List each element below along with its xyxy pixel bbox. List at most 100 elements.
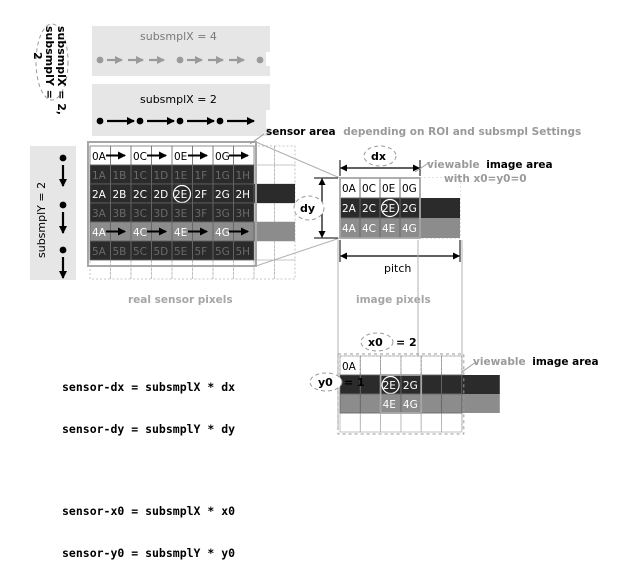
- sensor-cell-label: 2D: [154, 189, 169, 201]
- viewable-area-top-line2: with x0=y0=0: [444, 173, 527, 185]
- image1-cell-label: 2E: [382, 203, 395, 215]
- y0-label: y0: [318, 376, 333, 389]
- subsmpl-xy-line3: 2: [31, 52, 44, 60]
- sensor-grid-cell-outline: [274, 259, 296, 280]
- sensor-cell-label: 2G: [215, 189, 230, 201]
- image2-viewable-outline: [379, 374, 423, 414]
- x2-dot: [216, 117, 224, 125]
- formula-sensor-x0: sensor-x0 = subsmplX * x0: [62, 504, 236, 518]
- sensor-grid-cell-outline: [274, 145, 296, 166]
- sensor-grid-cell-outline: [274, 240, 296, 261]
- sensor-grid-cell-outline: [192, 259, 214, 280]
- image2-cell-outline: [380, 412, 402, 433]
- image2-cell-outline: [339, 412, 361, 433]
- sensor-area-outline: [87, 141, 257, 267]
- sensor-area-caption-bold: sensor area: [266, 126, 336, 138]
- image1-cell-label: 4E: [382, 223, 395, 235]
- image2-cell: [400, 355, 422, 376]
- image1-cell-label: 0G: [402, 183, 417, 195]
- image2-cell-outline: [400, 412, 422, 433]
- image2-row-band: [340, 394, 500, 413]
- sensor-cell-label: 5H: [236, 246, 251, 258]
- image1-cell-label: 0C: [362, 183, 376, 195]
- sensor-cell-label: 2C: [133, 189, 147, 201]
- image2-cell-outline: [400, 355, 422, 376]
- image1-cell-label: 4C: [362, 223, 376, 235]
- sensor-cell-label: 2A: [92, 189, 107, 201]
- sensor-cell-label: 3B: [113, 208, 127, 220]
- viewable-area-bottom-bold: image area: [532, 356, 598, 368]
- sensor-cell-label: 2H: [236, 189, 251, 201]
- sensor-grid-cell-outline: [151, 259, 173, 280]
- subsmpl-x2-arrows: [96, 117, 255, 125]
- subsmpl-x4-strip: subsmplX = 4: [92, 26, 270, 76]
- image1-cell-label: 4G: [402, 223, 417, 235]
- sensor-cell-label: 2E: [174, 189, 187, 201]
- image2-cell: [441, 355, 463, 376]
- subsmpl-x4-arrows: [96, 56, 264, 64]
- image1-cell-label: 0E: [382, 183, 395, 195]
- sensor-cell-label: 0A: [92, 151, 107, 163]
- y2-dot: [59, 246, 67, 254]
- x0-annotation: x0 = 2: [360, 332, 417, 352]
- pitch-label: pitch: [384, 262, 411, 275]
- x0-label: x0: [368, 336, 383, 349]
- sensor-cell-label: 1H: [236, 170, 251, 182]
- image2-cell-outline: [420, 412, 442, 433]
- real-sensor-pixels-label: real sensor pixels: [128, 294, 233, 306]
- sensor-area-caption: sensor area depending on ROI and subsmpl…: [266, 126, 581, 138]
- image1-cell-label: 0A: [342, 183, 357, 195]
- sensor-cell-label: 3F: [195, 208, 208, 220]
- subsmpl-y2-arrows: [59, 154, 67, 279]
- sensor-cell-label: 5E: [174, 246, 187, 258]
- y0-annotation: y0 = 1: [309, 372, 365, 392]
- image2-cell: [380, 355, 402, 376]
- formula-sensor-dx: sensor-dx = subsmplX * dx: [62, 380, 236, 394]
- sensor-grid-cell-outline: [274, 202, 296, 223]
- sensor-grid-cell-outline: [253, 202, 275, 223]
- viewable-area-top-caption: viewable image area: [427, 159, 553, 171]
- sensor-cell-label: 4G: [215, 227, 230, 239]
- image2-cell-label: 4E: [383, 399, 396, 411]
- image1-highlight-circle: [380, 198, 400, 218]
- image2-cell-outline: [441, 412, 463, 433]
- x2-dot: [176, 117, 184, 125]
- sensor-grid-cell-outline: [212, 259, 234, 280]
- sensor-cell-label: 1B: [113, 170, 127, 182]
- x2-dot: [136, 117, 144, 125]
- image2-cell: [359, 355, 381, 376]
- sensor-cell-label: 3D: [154, 208, 169, 220]
- sensor-cell-label: 5C: [133, 246, 147, 258]
- subsmpl-y2-strip: subsmplY = 2: [30, 146, 76, 280]
- sensor-cell-label: 1E: [174, 170, 187, 182]
- sensor-cell-label: 5D: [154, 246, 169, 258]
- sensor-cell-label: 4E: [174, 227, 187, 239]
- sensor-grid-cell-outline: [110, 259, 132, 280]
- sensor-cell-label: 3E: [174, 208, 187, 220]
- sensor-grid-cell-outline: [130, 259, 152, 280]
- sensor-cell-label: 1C: [133, 170, 147, 182]
- viewable-area-top-leader: [414, 161, 431, 173]
- image2-cell: [420, 355, 442, 376]
- sensor-cell-label: 1G: [215, 170, 230, 182]
- dy-label: dy: [300, 202, 315, 215]
- formula-gap: [62, 464, 235, 476]
- sensor-area-leader: [249, 133, 265, 145]
- image2-cell-outline: [420, 355, 442, 376]
- x4-dot: [176, 56, 184, 64]
- sensor-cell-label: 5B: [113, 246, 127, 258]
- sensor-row-extension: [254, 184, 295, 203]
- image1-viewable-outline: [339, 177, 421, 239]
- sensor-cell-label: 3A: [92, 208, 107, 220]
- subsmpl-xy-line1: subsmplX = 2,: [55, 26, 68, 115]
- image2-cell-outline: [359, 412, 381, 433]
- image2-cell: [441, 393, 463, 414]
- sensor-cell-label: 2F: [195, 189, 208, 201]
- sensor-cell-label: 3C: [133, 208, 147, 220]
- sensor-highlight-circle: [172, 184, 192, 204]
- dy-dimension: dy: [293, 177, 338, 239]
- sensor-cell-label: 4C: [133, 227, 147, 239]
- sensor-grid-cell-outline: [89, 259, 111, 280]
